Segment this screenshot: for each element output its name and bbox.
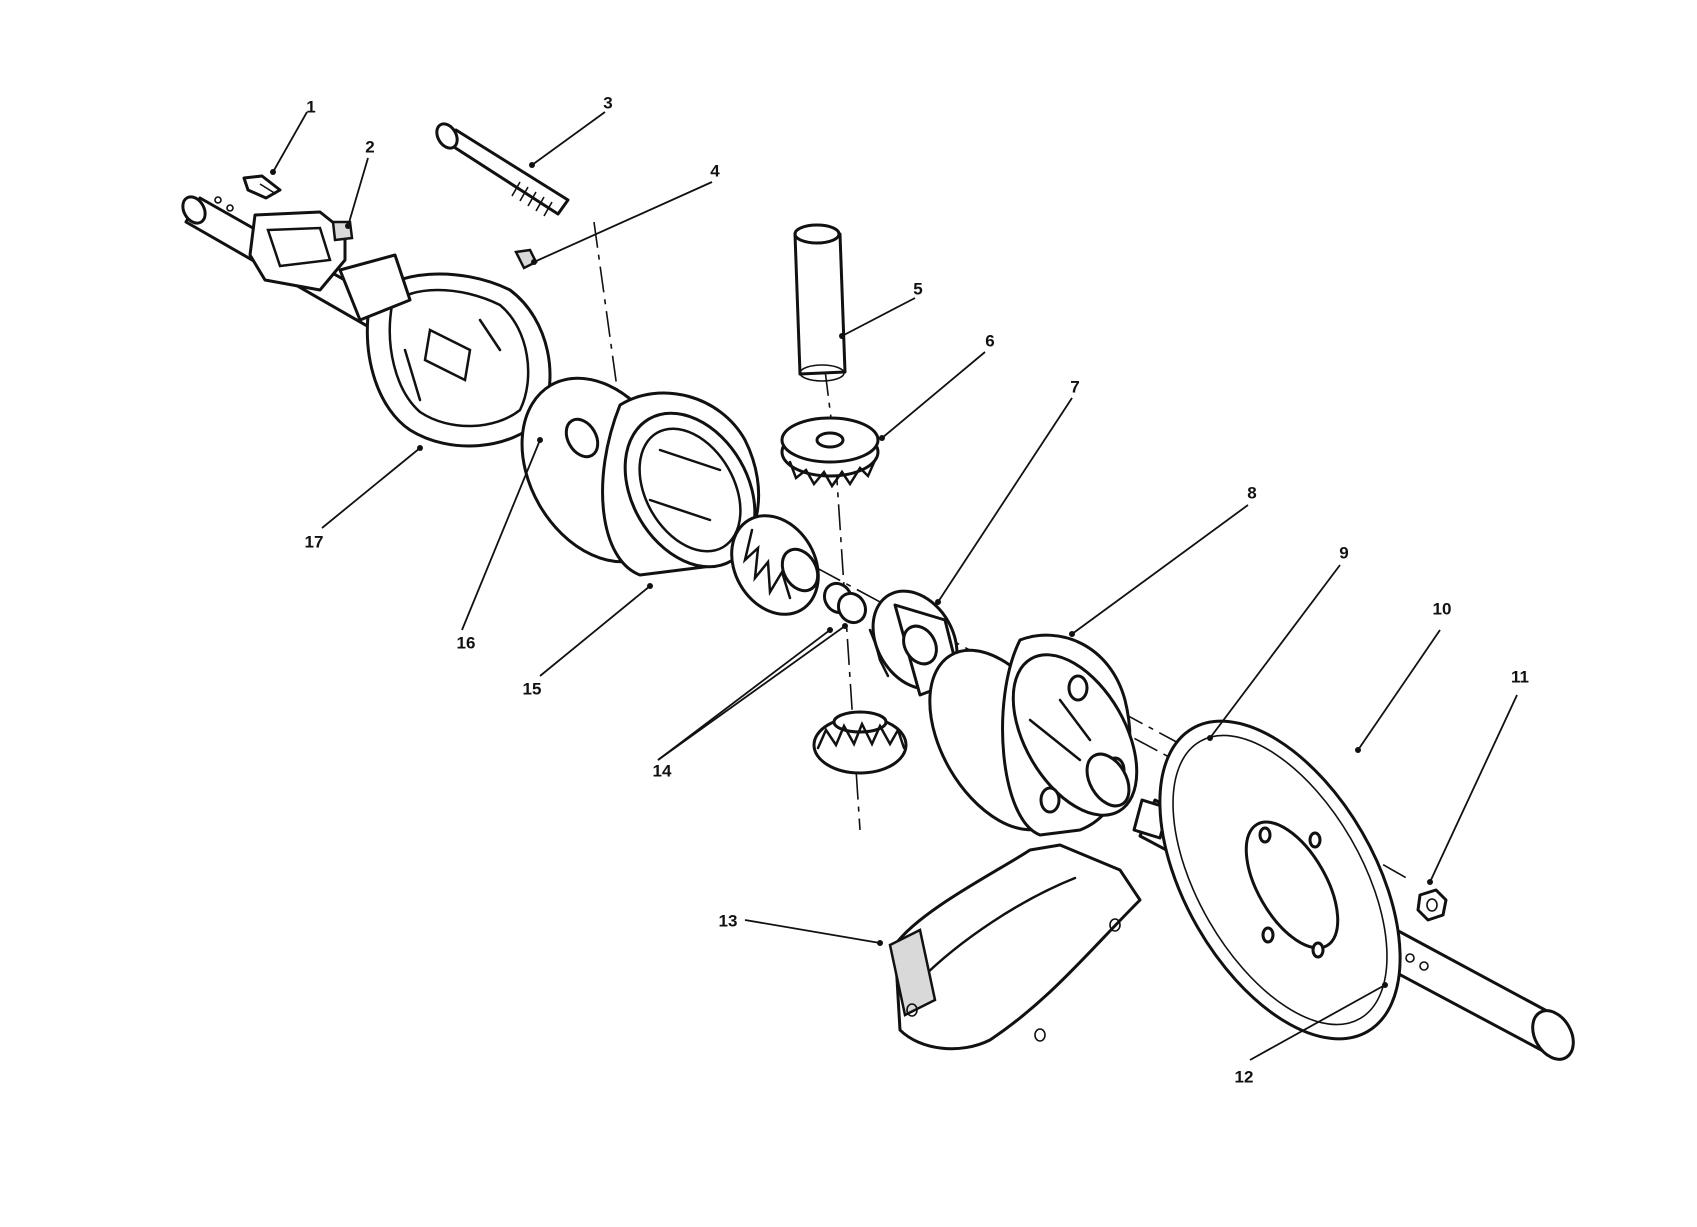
- callout-6: 6: [985, 331, 994, 350]
- callout-2: 2: [365, 137, 374, 156]
- brake-shoe: [888, 843, 1142, 1051]
- callout-14: 14: [653, 761, 672, 780]
- long-bolt: [435, 122, 570, 217]
- callout-17: 17: [305, 532, 324, 551]
- callout-8: 8: [1247, 483, 1256, 502]
- callout-7: 7: [1070, 377, 1079, 396]
- thrust-washers: [822, 581, 868, 625]
- side-gear-left: [730, 514, 820, 616]
- left-drum-housing: [338, 253, 552, 448]
- callout-16: 16: [457, 633, 476, 652]
- callout-15: 15: [523, 679, 542, 698]
- callout-3: 3: [603, 93, 612, 112]
- upper-spider-gear: [780, 416, 880, 489]
- leader-lines: [272, 111, 1518, 1061]
- small-bolt: [242, 174, 282, 200]
- callout-13: 13: [719, 911, 738, 930]
- callout-5: 5: [913, 279, 922, 298]
- leader-dots: [270, 162, 1433, 988]
- hex-nut-right: [1416, 888, 1448, 922]
- callout-12: 12: [1235, 1067, 1254, 1086]
- callout-9: 9: [1339, 543, 1348, 562]
- left-differential-case: [520, 376, 761, 577]
- lower-spider-gear: [812, 710, 908, 775]
- brake-disc: [1158, 719, 1402, 1041]
- left-clamp-bracket: [248, 210, 347, 292]
- cross-pin: [793, 223, 847, 382]
- callout-10: 10: [1433, 599, 1452, 618]
- callout-4: 4: [710, 161, 720, 180]
- right-differential-case: [928, 633, 1139, 837]
- woodruff-key: [514, 248, 538, 270]
- callout-labels: 1 2 3 4 5 6 7 8 9 10 11 12 13 14 15 16 1…: [305, 93, 1529, 1086]
- callout-1: 1: [306, 97, 315, 116]
- callout-11: 11: [1511, 667, 1529, 686]
